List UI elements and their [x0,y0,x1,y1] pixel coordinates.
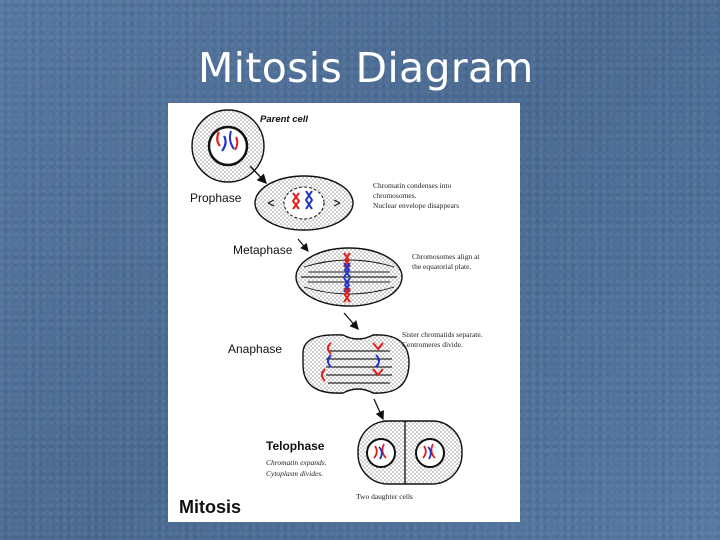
anaphase-cell [302,334,410,394]
telophase-cells [357,420,463,485]
diagram-heading: Mitosis [179,497,241,517]
telophase-note-2: Cytoplasm divides. [266,469,323,478]
metaphase-label: Metaphase [233,243,293,257]
prophase-cell [254,175,354,231]
slide-title: Mitosis Diagram [198,44,534,92]
telophase-label: Telophase [266,439,325,453]
metaphase-cell [295,247,403,307]
arrow-1 [249,165,267,185]
parent-cell [191,109,265,183]
arrow-2 [297,238,309,252]
mitosis-diagram: Parent cell Prophase Chromatin condenses… [168,103,520,522]
prophase-note-2: chromosomes. [373,191,417,200]
arrow-4 [373,398,384,421]
arrow-3 [343,312,359,330]
parent-cell-label: Parent cell [260,114,308,125]
daughter-cells-note: Two daughter cells [356,492,413,501]
prophase-label: Prophase [190,191,242,205]
metaphase-note-2: the equatorial plate. [412,262,471,271]
anaphase-note-2: Centromeres divide. [402,340,463,349]
prophase-note-3: Nuclear envelope disappears [373,201,459,210]
anaphase-label: Anaphase [228,342,282,356]
metaphase-note-1: Chromosomes align at [412,252,480,261]
anaphase-note-1: Sister chromatids separate. [402,330,483,339]
prophase-note-1: Chromatin condenses into [373,181,452,190]
telophase-note-1: Chromatin expands. [266,458,327,467]
